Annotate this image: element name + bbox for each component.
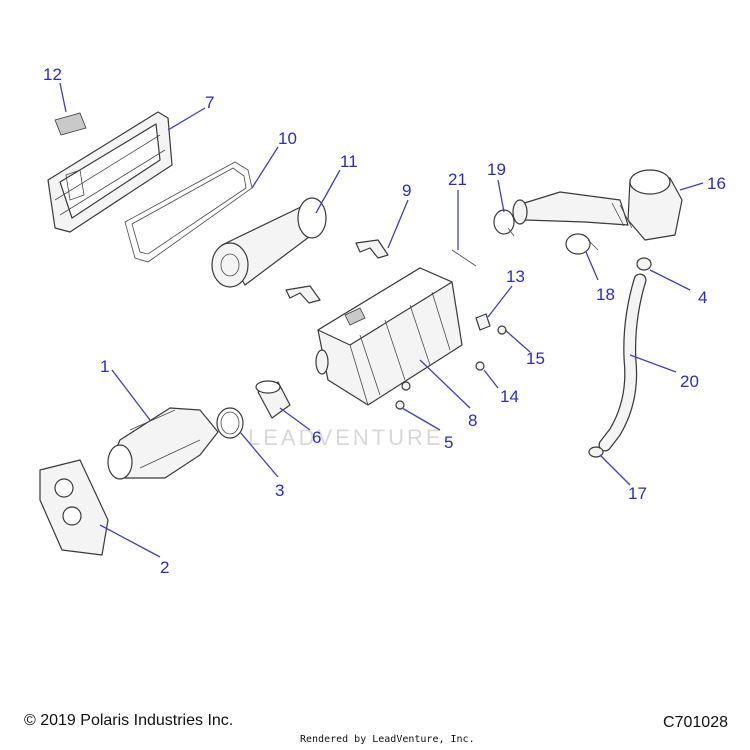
part-11-air-filter xyxy=(211,197,327,288)
part-18-clamp xyxy=(565,233,599,255)
part-9-brackets xyxy=(285,239,389,304)
callout-4: 4 xyxy=(698,288,707,307)
callout-7: 7 xyxy=(205,93,214,112)
callout-3: 3 xyxy=(275,481,284,500)
part-6-boot xyxy=(255,380,291,419)
copyright-text: © 2019 Polaris Industries Inc. xyxy=(24,712,234,729)
callout-18: 18 xyxy=(596,285,615,304)
callout-6: 6 xyxy=(312,428,321,447)
diagram-code: C701028 xyxy=(663,714,728,731)
callout-8: 8 xyxy=(468,411,477,430)
part-16-intake-duct xyxy=(512,169,683,241)
callout-20: 20 xyxy=(680,372,699,391)
callout-16: 16 xyxy=(707,174,726,193)
callout-19: 19 xyxy=(487,160,506,179)
part-2-plate xyxy=(39,459,109,556)
callout-1: 1 xyxy=(100,357,109,376)
watermark: LEADVENTURE xyxy=(248,425,444,450)
callout-10: 10 xyxy=(278,129,297,148)
part-13-clip xyxy=(475,313,491,331)
part-4-clamp xyxy=(636,257,652,271)
callout-2: 2 xyxy=(160,558,169,577)
callout-labels: 1 2 3 4 5 6 7 8 9 10 11 12 13 14 15 16 1… xyxy=(43,65,726,577)
callout-14: 14 xyxy=(500,387,519,406)
callout-15: 15 xyxy=(526,349,545,368)
leader-lines xyxy=(59,82,704,558)
rendered-by-text: Rendered by LeadVenture, Inc. xyxy=(300,734,475,745)
callout-21: 21 xyxy=(448,170,467,189)
part-20-hose xyxy=(598,273,647,452)
part-12-label-plate xyxy=(54,112,87,136)
part-14-screw xyxy=(475,361,485,371)
part-1-outlet-tube xyxy=(107,407,219,480)
callout-12: 12 xyxy=(43,65,62,84)
part-8-airbox-housing xyxy=(315,267,463,406)
part-15-screw xyxy=(497,325,507,335)
callout-13: 13 xyxy=(506,267,525,286)
callout-11: 11 xyxy=(340,152,358,171)
part-21-rod xyxy=(451,249,477,267)
part-5-screws xyxy=(395,381,411,410)
part-3-clamp xyxy=(216,407,244,439)
callout-5: 5 xyxy=(444,433,453,452)
callout-9: 9 xyxy=(402,181,411,200)
callout-17: 17 xyxy=(628,484,647,503)
part-17-clamp xyxy=(588,446,604,458)
part-7-airbox-cover xyxy=(47,111,173,233)
part-19-clamp xyxy=(493,209,515,237)
